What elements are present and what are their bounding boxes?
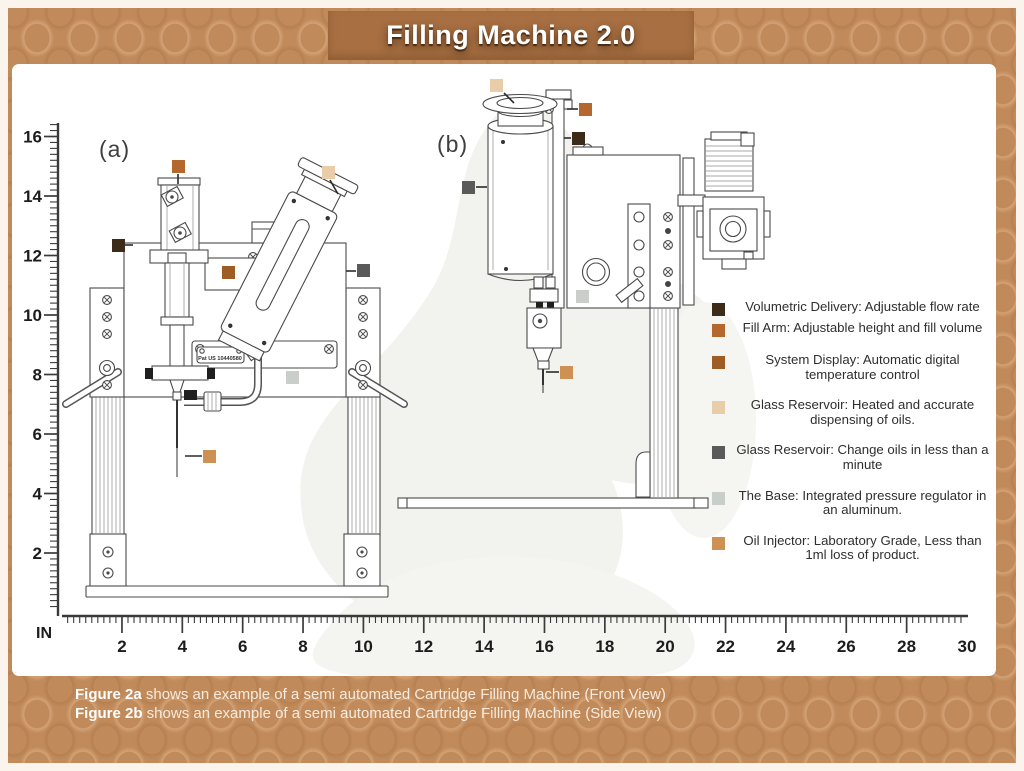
- legend-item: Oil Injector: Laboratory Grade, Less tha…: [712, 532, 990, 563]
- marker-a-glass-reservoir-change: [357, 264, 370, 277]
- svg-text:10: 10: [23, 306, 42, 325]
- svg-text:2: 2: [117, 637, 126, 656]
- legend-item-label: Glass Reservoir: Heated and accurate dis…: [750, 397, 975, 427]
- svg-text:16: 16: [535, 637, 554, 656]
- legend-swatch: [712, 401, 725, 415]
- svg-text:12: 12: [414, 637, 433, 656]
- marker-b-glass-reservoir-heated: [490, 79, 503, 92]
- legend-item-label: Glass Reservoir: Change oils in less tha…: [736, 442, 989, 472]
- caption-2b-text: shows an example of a semi automated Car…: [142, 704, 662, 722]
- svg-text:4: 4: [178, 637, 188, 656]
- caption-figure-2a: Figure 2a shows an example of a semi aut…: [75, 686, 666, 705]
- view-a-label: (a): [99, 136, 131, 162]
- marker-a-oil-injector: [203, 450, 216, 463]
- marker-leader-lines: [125, 92, 578, 457]
- marker-b-volumetric-delivery: [572, 132, 585, 145]
- legend-item: System Display: Automatic digital temper…: [712, 352, 990, 382]
- marker-b-base: [576, 290, 589, 303]
- svg-text:10: 10: [354, 637, 373, 656]
- caption-2a-bold: Figure 2a: [75, 686, 142, 703]
- legend-item: Volumetric Delivery: Adjustable flow rat…: [712, 299, 990, 316]
- svg-text:18: 18: [595, 637, 614, 656]
- figure-captions: Figure 2a shows an example of a semi aut…: [75, 686, 666, 723]
- caption-2b-bold: Figure 2b: [75, 704, 143, 722]
- legend-item-label: System Display: Automatic digital temper…: [765, 352, 960, 382]
- legend-swatch: [712, 324, 725, 337]
- legend-swatch: [712, 536, 725, 550]
- svg-text:6: 6: [238, 637, 247, 656]
- marker-a-volumetric-delivery: [112, 239, 125, 252]
- legend-item: The Base: Integrated pressure regulator …: [712, 487, 990, 518]
- svg-text:30: 30: [958, 637, 977, 656]
- svg-text:12: 12: [23, 247, 42, 266]
- legend-item-label: Volumetric Delivery: Adjustable flow rat…: [745, 299, 980, 314]
- svg-text:26: 26: [837, 637, 856, 656]
- marker-a-base: [286, 371, 299, 384]
- marker-a-system-display: [222, 266, 235, 279]
- legend-swatch: [712, 446, 725, 460]
- title-banner: Filling Machine 2.0: [328, 11, 694, 60]
- legend-item: Glass Reservoir: Change oils in less tha…: [712, 443, 990, 472]
- legend-item: Fill Arm: Adjustable height and fill vol…: [712, 320, 990, 337]
- legend-item: Glass Reservoir: Heated and accurate dis…: [712, 397, 990, 427]
- machine-side-view: [397, 89, 771, 509]
- svg-text:8: 8: [298, 637, 307, 656]
- legend-swatch: [712, 303, 725, 316]
- machine-front-view: Pat US 10440580: [62, 157, 408, 598]
- marker-b-oil-injector: [560, 366, 573, 379]
- legend: Volumetric Delivery: Adjustable flow rat…: [712, 299, 990, 579]
- svg-text:2: 2: [33, 544, 42, 563]
- view-b-label: (b): [437, 131, 469, 157]
- svg-text:20: 20: [656, 637, 675, 656]
- caption-figure-2b: Figure 2b shows an example of a semi aut…: [75, 705, 666, 724]
- marker-a-glass-reservoir-heated: [322, 166, 335, 179]
- marker-b-glass-reservoir-change: [462, 181, 475, 194]
- legend-item-label: The Base: Integrated pressure regulator …: [738, 487, 987, 518]
- svg-text:28: 28: [897, 637, 916, 656]
- legend-item-label: Fill Arm: Adjustable height and fill vol…: [742, 320, 983, 335]
- caption-2a-text: shows an example of a semi automated Car…: [141, 686, 666, 703]
- legend-swatch: [712, 356, 725, 369]
- svg-text:14: 14: [23, 187, 42, 206]
- svg-text:6: 6: [33, 425, 42, 444]
- page-title: Filling Machine 2.0: [386, 20, 636, 50]
- svg-text:8: 8: [33, 366, 42, 385]
- svg-text:24: 24: [776, 637, 795, 656]
- patent-text: Pat US 10440580: [198, 356, 242, 362]
- legend-swatch: [712, 491, 725, 505]
- marker-a-fill-arm: [172, 160, 185, 173]
- svg-text:4: 4: [33, 485, 43, 504]
- marker-b-fill-arm: [579, 103, 592, 116]
- svg-text:14: 14: [475, 637, 494, 656]
- legend-item-label: Oil Injector: Laboratory Grade, Less tha…: [743, 532, 982, 563]
- svg-text:22: 22: [716, 637, 735, 656]
- x-axis-unit-label: IN: [36, 625, 52, 642]
- svg-text:16: 16: [23, 128, 42, 147]
